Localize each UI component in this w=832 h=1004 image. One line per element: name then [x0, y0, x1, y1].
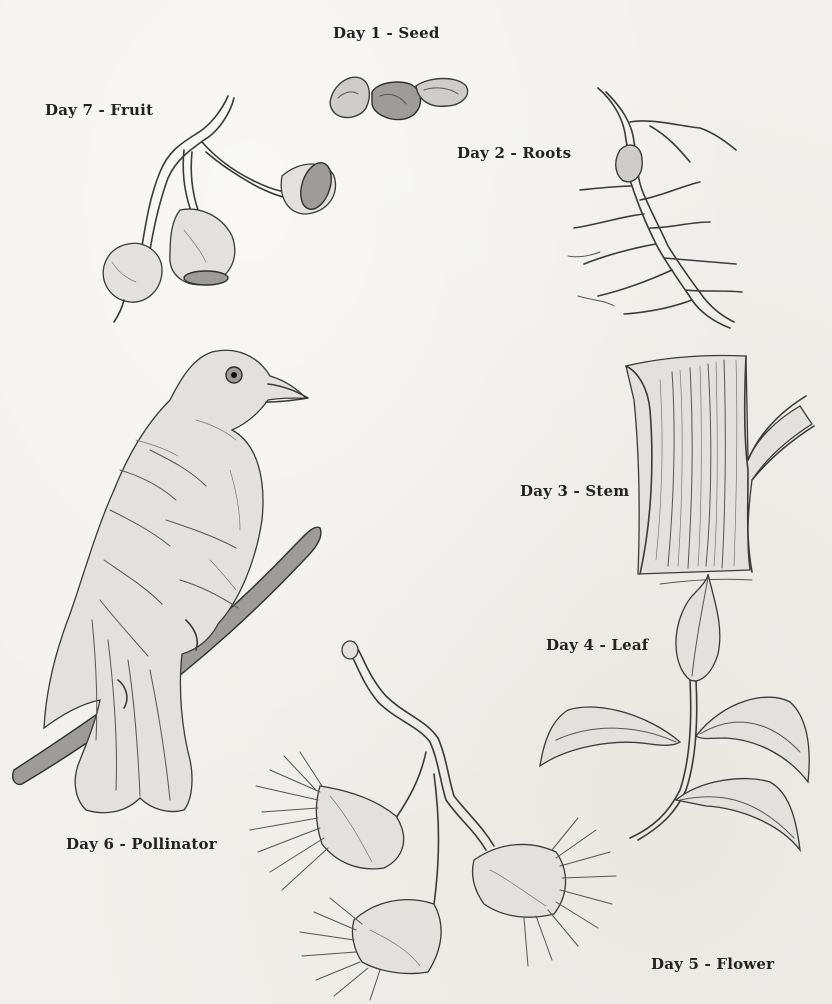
bird-icon [13, 350, 321, 812]
stem-icon [626, 355, 814, 584]
label-day2-roots: Day 2 - Roots [457, 144, 571, 162]
label-day4-leaf: Day 4 - Leaf [546, 636, 648, 654]
seed-icon [330, 77, 468, 119]
leaf-icon [540, 574, 809, 850]
fruit-icon [103, 96, 337, 322]
roots-icon [568, 88, 742, 328]
label-day3-stem: Day 3 - Stem [520, 482, 629, 500]
label-day7-fruit: Day 7 - Fruit [45, 101, 153, 119]
label-day5-flower: Day 5 - Flower [651, 955, 774, 973]
label-day6-pollinator: Day 6 - Pollinator [66, 835, 217, 853]
flower-icon [250, 641, 616, 1000]
label-day1-seed: Day 1 - Seed [333, 24, 440, 42]
